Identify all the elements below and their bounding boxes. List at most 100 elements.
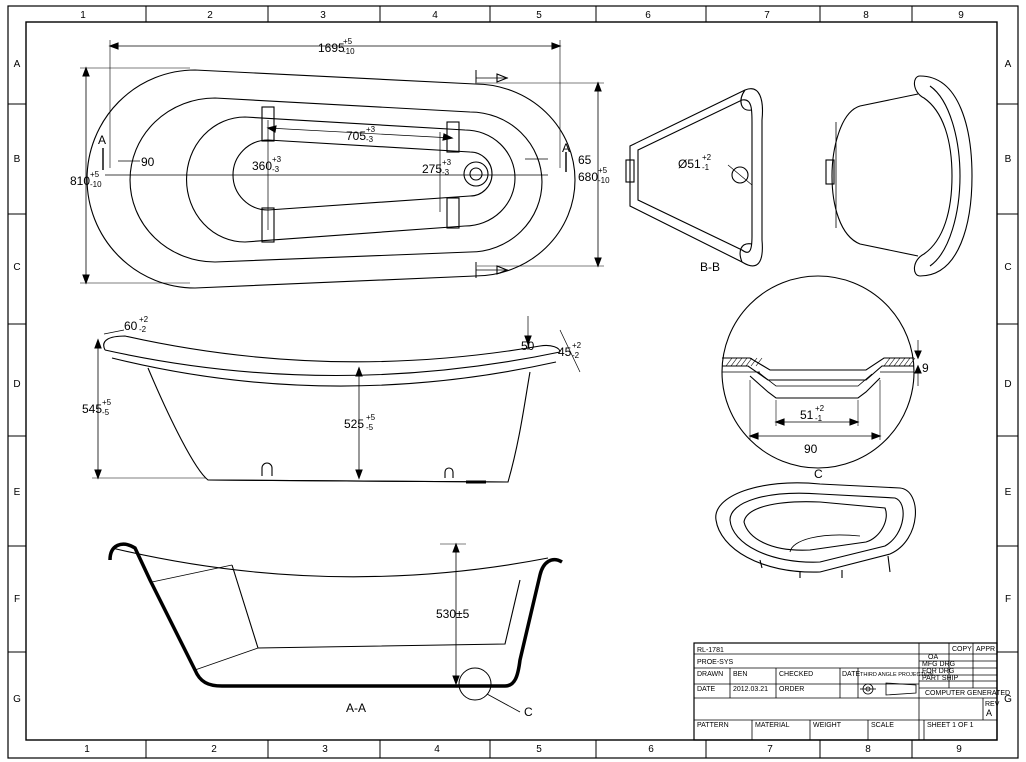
col-label-bottom-9: 9: [956, 744, 962, 755]
section-hatch-line: [730, 357, 738, 367]
tb-copy-header: COPY: [952, 646, 972, 653]
dim-foot-spacing-value: 705: [346, 129, 366, 143]
col-label-top-5: 5: [536, 10, 542, 21]
detail-c-thickness-value: 9: [922, 361, 929, 375]
section-aa-detail-leader: [486, 693, 521, 713]
section-hatch-line: [893, 357, 901, 367]
section-hatch-line: [898, 357, 906, 367]
col-label-bottom-1: 1: [84, 744, 90, 755]
row-label-left-b: B: [14, 154, 21, 165]
side-overall-height-value: 545: [82, 402, 102, 416]
dim-foot-width-right-value: 275: [422, 162, 442, 176]
isometric-view: [715, 482, 916, 578]
side-angle-right-tol-lower: -2: [572, 351, 580, 360]
row-label-left-f: F: [14, 594, 20, 605]
side-view: [92, 316, 581, 484]
section-aa-labels: 530±5 A-A C: [346, 607, 533, 719]
side-inner-height-tol-upper: +5: [366, 413, 376, 422]
col-label-top-8: 8: [863, 10, 869, 21]
row-label-left-g: G: [13, 694, 21, 705]
tb-part-no: RL-1781: [697, 647, 724, 654]
side-angle-left-value: 60: [124, 319, 138, 333]
col-label-bottom-7: 7: [767, 744, 773, 755]
detail-c-view: [721, 275, 922, 469]
row-label-right-g: G: [1004, 694, 1012, 705]
section-aa-inner-back: [231, 564, 521, 649]
foot-bottom-right: [446, 197, 460, 229]
iso-rim-outer: [715, 482, 916, 573]
col-label-bottom-3: 3: [322, 744, 328, 755]
col-label-bottom-4: 4: [434, 744, 440, 755]
tb-computer-generated: COMPUTER GENERATED: [925, 690, 1010, 697]
side-overall-height-tol-lower: -5: [102, 408, 110, 417]
col-label-top-3: 3: [320, 10, 326, 21]
col-label-top-1: 1: [80, 10, 86, 21]
border-row-labels: A B C D E F G A B C D E F G: [13, 59, 1012, 705]
col-label-top-2: 2: [207, 10, 213, 21]
tb-row-mfg: MFG DRG: [922, 661, 955, 668]
section-a-left-label: A: [98, 133, 106, 147]
row-label-right-f: F: [1005, 594, 1011, 605]
tb-projection-label: THIRD ANGLE PROJECTION: [860, 672, 934, 678]
tb-checked-label: CHECKED: [779, 671, 813, 678]
tb-drawn-label: DRAWN: [697, 671, 723, 678]
tb-order-label: ORDER: [779, 686, 804, 693]
tb-sheet-label: SHEET 1 OF 1: [927, 722, 974, 729]
tb-row-oa: OA: [928, 654, 938, 661]
drain-hole-outer: [463, 161, 489, 187]
side-rim-bottom: [111, 357, 557, 387]
section-bb-drain-tol-upper: +2: [702, 153, 712, 162]
section-aa-label: A-A: [346, 701, 366, 715]
tb-appr-header: APPR: [976, 646, 995, 653]
row-label-left-d: D: [13, 379, 20, 390]
section-hatch-line: [745, 357, 753, 367]
end-view-rim-outer: [913, 75, 973, 277]
tb-row-part: PART SHIP: [922, 675, 959, 682]
side-rim-value: 50: [521, 339, 535, 353]
plan-floor-outline: [232, 139, 493, 211]
section-aa-detail-circle: [458, 667, 492, 701]
col-label-top-7: 7: [764, 10, 770, 21]
section-bb-outer: [629, 88, 764, 267]
dim-foot-width-left-tol-upper: +3: [272, 155, 282, 164]
section-aa-rim-top: [111, 547, 549, 578]
side-inner-height-tol-lower: -5: [366, 423, 374, 432]
dim-width-tol-upper: +5: [90, 170, 100, 179]
dim-inner-width-tol-upper: +5: [598, 166, 608, 175]
tb-rev-value: A: [986, 708, 992, 718]
plan-view: [80, 40, 604, 289]
border-frame: [7, 5, 1019, 759]
section-hatch-line: [888, 357, 896, 367]
row-label-left-e: E: [14, 487, 21, 498]
dim-width-value: 810: [70, 174, 90, 188]
row-label-right-b: B: [1005, 154, 1012, 165]
section-bb-drain-dia: Ø51: [678, 157, 701, 171]
side-body-outline: [147, 367, 531, 483]
side-angle-left-tol-upper: +2: [139, 315, 149, 324]
col-label-bottom-8: 8: [865, 744, 871, 755]
side-angle-left-tol-lower: -2: [139, 325, 147, 334]
row-label-right-a: A: [1005, 59, 1012, 70]
plan-rim-inner-outline: [129, 97, 543, 263]
end-view: [825, 75, 973, 277]
section-hatch-line: [908, 357, 916, 367]
dim-foot-width-left-tol-lower: -3: [272, 165, 280, 174]
side-rim-left-cap: [103, 335, 561, 363]
section-hatch-line: [735, 357, 743, 367]
side-view-labels: 60 +2 -2 50 45 +2 -2 545 +5 -5 525 +5 -5: [82, 315, 582, 432]
section-hatch-line: [755, 357, 763, 367]
section-hatch-line: [725, 357, 733, 367]
dim-foot-width-right-tol-upper: +3: [442, 158, 452, 167]
tb-drawn-value: BEN: [733, 671, 747, 678]
plan-basin-outline: [185, 116, 516, 243]
drain-hole-inner: [469, 167, 483, 181]
tb-date-label-2: DATE: [697, 686, 715, 693]
section-hatch-line: [750, 357, 758, 367]
dim-length-value: 1695: [318, 41, 345, 55]
detail-c-drain-tol-lower: -1: [815, 414, 823, 423]
plan-view-labels: 1695 +5 -10 810 +5 -10 680 +5 -10 705 +3…: [70, 37, 610, 189]
detail-c-drain-tol-upper: +2: [815, 404, 825, 413]
detail-c-label: C: [814, 467, 823, 481]
title-block: COPY APPR RL-1781 PROE-SYS OA MFG DRG FO…: [693, 642, 1010, 741]
